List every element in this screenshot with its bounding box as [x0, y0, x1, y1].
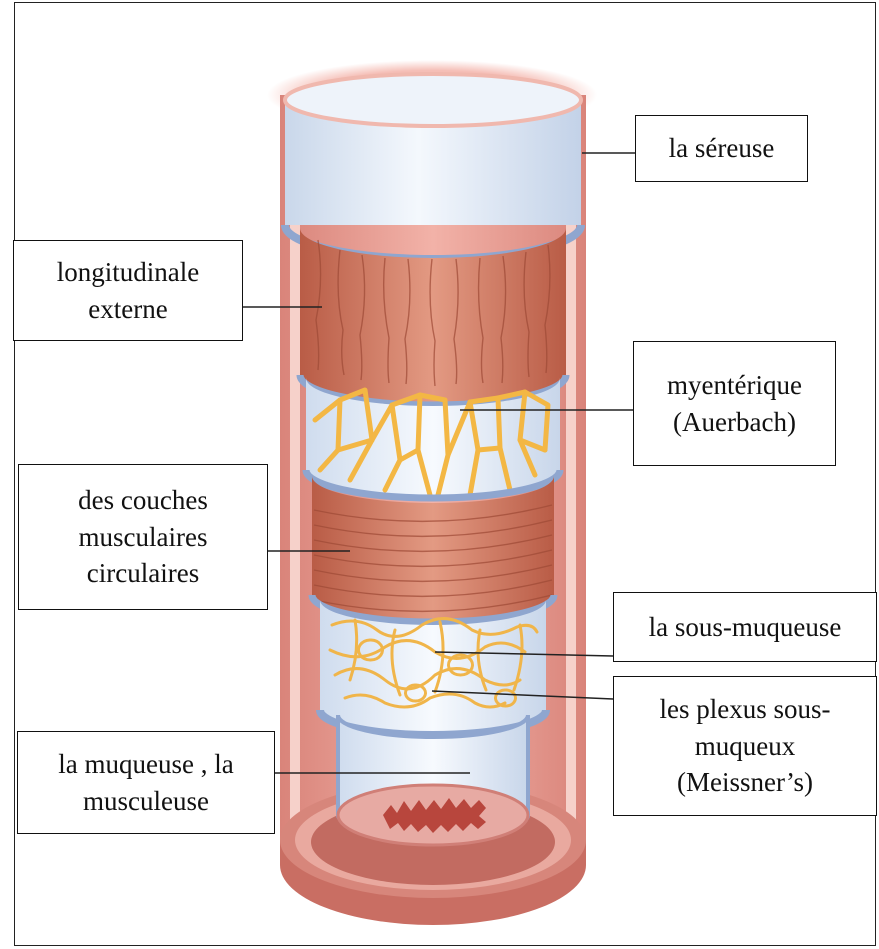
- submucosa-plexus-layer: [320, 600, 546, 735]
- label-sous-muqueuse: la sous-muqueuse: [613, 592, 877, 662]
- label-plexus-sous-muqueux-meissner: les plexus sous- muqueux (Meissner’s): [613, 676, 877, 816]
- label-longitudinale-externe: longitudinale externe: [13, 240, 243, 341]
- label-couches-musculaires-circulaires: des couches musculaires circulaires: [18, 464, 268, 610]
- label-myenterique-auerbach: myentérique (Auerbach): [633, 341, 836, 466]
- label-muqueuse-musculeuse: la muqueuse , la musculeuse: [17, 731, 275, 834]
- label-sereuse: la séreuse: [635, 115, 808, 182]
